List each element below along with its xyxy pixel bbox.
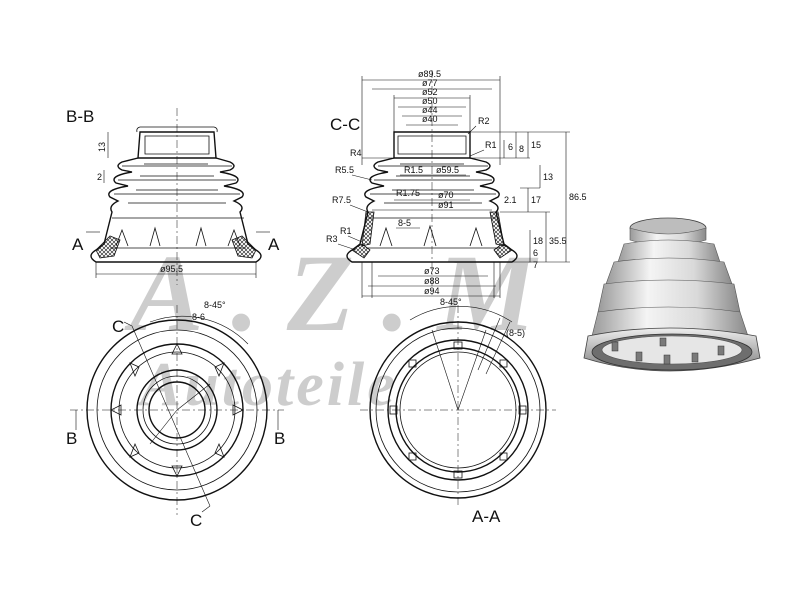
cc-dim-8: 8 bbox=[519, 144, 524, 154]
cc-dim-86-5: 86.5 bbox=[569, 192, 587, 202]
section-aa-right-label: A bbox=[268, 235, 280, 254]
cc-dim-89-5: ø89.5 bbox=[418, 69, 441, 79]
cc-label-r7-5: R7.5 bbox=[332, 195, 351, 205]
cc-label-r1a: R1 bbox=[485, 140, 497, 150]
front-view-left: C C B B 8-45° 8-6 bbox=[66, 300, 285, 530]
watermark-brand: Autoteile bbox=[136, 351, 398, 419]
cc-label-r1-75: R1.75 bbox=[396, 188, 420, 198]
cc-dim-15: 15 bbox=[531, 140, 541, 150]
cc-dim-13: 13 bbox=[543, 172, 553, 182]
section-bb: B-B A A 13 2 ø95.5 bbox=[66, 107, 280, 285]
bb-dim-13: 13 bbox=[97, 142, 107, 152]
cc-dim-94: ø94 bbox=[424, 286, 440, 296]
watermark: A.Z.M Autoteile bbox=[124, 232, 563, 419]
section-aa-left-label: A bbox=[72, 235, 84, 254]
cc-label-r1b: R1 bbox=[340, 226, 352, 236]
cc-label-dia-70: ø70 bbox=[438, 190, 454, 200]
cc-dim-18: 18 bbox=[533, 236, 543, 246]
front-left-b-left: B bbox=[66, 429, 77, 448]
front-right-aa-label: A-A bbox=[472, 507, 501, 526]
cc-label-r5-5: R5.5 bbox=[335, 165, 354, 175]
cc-dim-50: ø50 bbox=[422, 96, 438, 106]
front-left-angle: 8-45° bbox=[204, 300, 226, 310]
front-right-count: (8-5) bbox=[506, 328, 525, 338]
front-left-c-bottom: C bbox=[190, 511, 202, 530]
cc-label-8-5: 8-5 bbox=[398, 218, 411, 228]
cc-dim-40: ø40 bbox=[422, 114, 438, 124]
front-view-right: 8-45° (8-5) A-A bbox=[360, 297, 556, 526]
boot-3d-render bbox=[583, 217, 761, 372]
watermark-logo: A.Z.M bbox=[124, 232, 563, 354]
front-right-angle: 8-45° bbox=[440, 297, 462, 307]
cc-label-r1-5: R1.5 bbox=[404, 165, 423, 175]
front-left-b-right: B bbox=[274, 429, 285, 448]
cc-dim-88: ø88 bbox=[424, 276, 440, 286]
cc-dim-52: ø52 bbox=[422, 87, 438, 97]
cc-label-dia-91: ø91 bbox=[438, 200, 454, 210]
cc-label-r3: R3 bbox=[326, 234, 338, 244]
cc-dim-35-5: 35.5 bbox=[549, 236, 567, 246]
cc-label-2-1: 2.1 bbox=[504, 195, 517, 205]
cc-dim-6b: 6 bbox=[533, 248, 538, 258]
cc-label-r2: R2 bbox=[478, 116, 490, 126]
front-left-count: 8-6 bbox=[192, 312, 205, 322]
section-cc: C-C ø89.5 ø77 ø52 ø50 ø44 ø40 bbox=[326, 69, 587, 298]
cc-dim-7: 7 bbox=[533, 260, 538, 270]
front-left-c-top: C bbox=[112, 317, 124, 336]
bb-dim-dia: ø95.5 bbox=[160, 264, 183, 274]
cc-label-dia-59-5: ø59.5 bbox=[436, 165, 459, 175]
cc-top-dims: ø89.5 ø77 ø52 ø50 ø44 ø40 bbox=[361, 69, 501, 165]
cc-dim-44: ø44 bbox=[422, 105, 438, 115]
bb-dim-2: 2 bbox=[97, 172, 102, 182]
cc-dim-17: 17 bbox=[531, 195, 541, 205]
section-bb-title: B-B bbox=[66, 107, 94, 126]
cc-dim-6: 6 bbox=[508, 142, 513, 152]
cc-dim-77: ø77 bbox=[422, 78, 438, 88]
cc-dim-73: ø73 bbox=[424, 266, 440, 276]
cc-label-r4: R4 bbox=[350, 148, 362, 158]
section-cc-title: C-C bbox=[330, 115, 360, 134]
